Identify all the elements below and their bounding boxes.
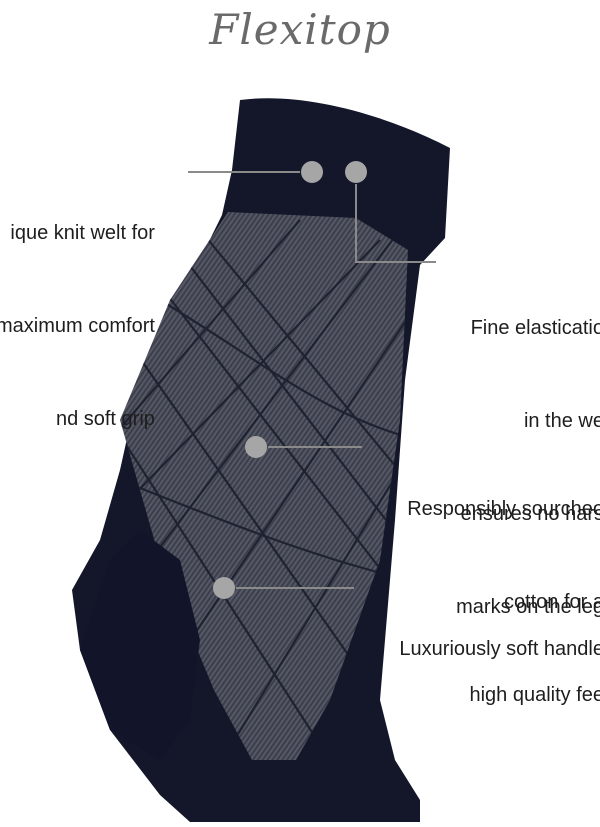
callout-soft: [213, 577, 354, 599]
callout-line: high quality fee: [469, 684, 600, 706]
callout-line: Fine elasticatio: [470, 317, 600, 339]
callout-line: maximum comfort: [0, 315, 155, 337]
callout-label-cotton: Responsibly sourcheo cotton for a high q…: [407, 432, 600, 773]
sock-heel: [80, 530, 200, 760]
callout-line: in the we: [523, 410, 600, 432]
callout-line: ique knit welt for: [10, 222, 155, 244]
marker-dot: [245, 436, 267, 458]
marker-dot: [345, 161, 367, 183]
callout-cotton: [245, 436, 362, 458]
callout-elastication: [345, 161, 436, 263]
callout-line: Luxuriously soft handle: [399, 638, 600, 660]
callout-line: marks on the leg: [456, 596, 600, 618]
brand-logo: Flexitop: [209, 5, 391, 54]
callout-label-welt: ique knit welt for maximum comfort nd so…: [0, 156, 155, 497]
marker-dot: [213, 577, 235, 599]
marker-dot: [301, 161, 323, 183]
callout-line: ensures no hars: [460, 503, 600, 525]
callout-line: nd soft grip: [55, 408, 155, 430]
callout-label-elastication: Fine elasticatio in the we ensures no ha…: [456, 251, 600, 685]
callout-label-soft: Luxuriously soft handle: [399, 572, 600, 727]
callout-line: Responsibly sourcheo: [407, 498, 600, 520]
callout-line: cotton for a: [503, 591, 600, 613]
callout-welt: [188, 161, 323, 183]
